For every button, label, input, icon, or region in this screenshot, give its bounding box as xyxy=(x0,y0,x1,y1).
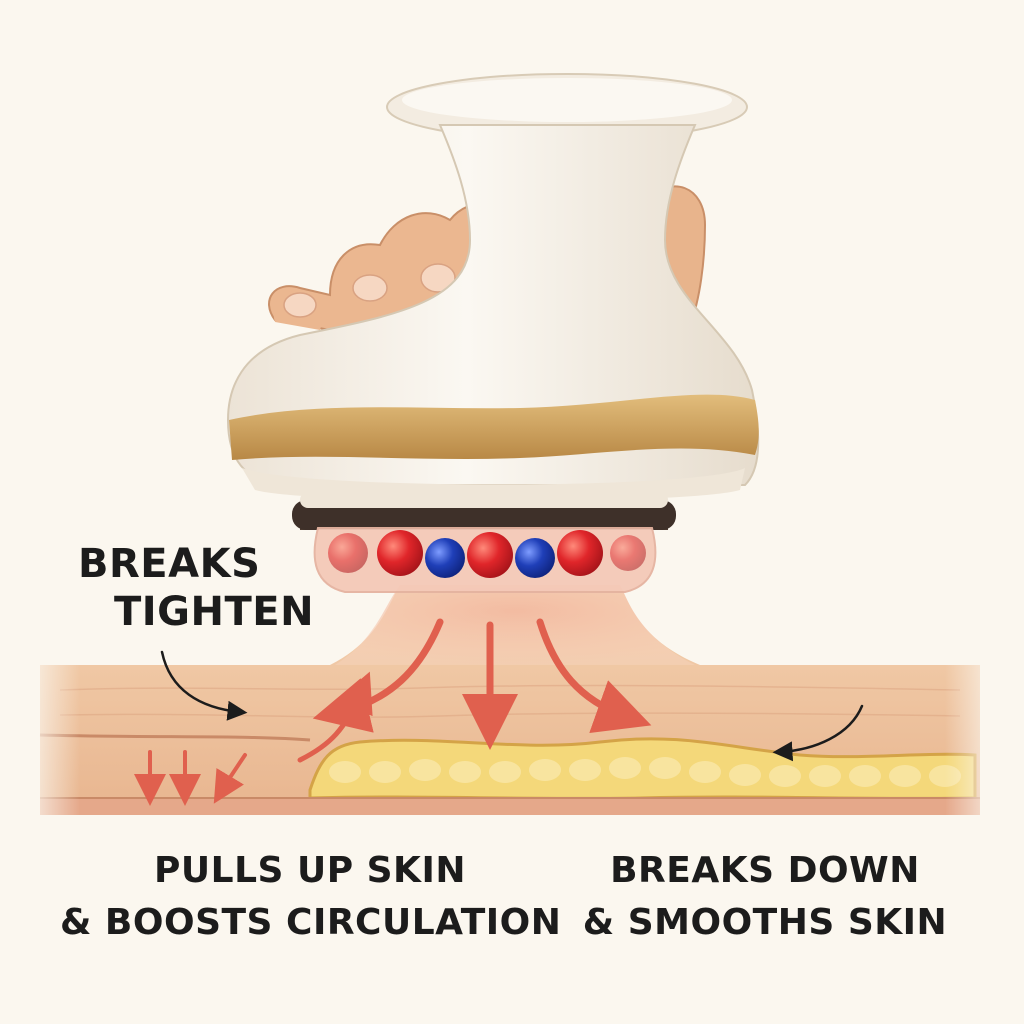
red-led-bead xyxy=(557,530,603,576)
device-body xyxy=(226,124,760,486)
label-breaks-tighten-line1: BREAKS xyxy=(78,541,261,587)
arrow-small-3 xyxy=(213,753,247,804)
caption-right-line1: BREAKS DOWN xyxy=(610,850,920,891)
blue-led-bead xyxy=(425,538,465,578)
caption-right: BREAKS DOWN & SMOOTHS SKIN xyxy=(575,845,955,949)
gold-band xyxy=(229,394,759,460)
red-led-bead xyxy=(467,532,513,578)
massager-device xyxy=(226,73,760,593)
caption-left-line2: & BOOSTS CIRCULATION xyxy=(60,902,562,943)
led-beads xyxy=(328,530,646,578)
caption-left-line1: PULLS UP SKIN xyxy=(154,850,466,891)
glow-region xyxy=(335,588,695,665)
blue-led-bead xyxy=(515,538,555,578)
caption-left: PULLS UP SKIN & BOOSTS CIRCULATION xyxy=(60,845,562,949)
label-breaks-tighten: BREAKS TIGHTEN xyxy=(78,540,314,636)
label-breaks-tighten-line2: TIGHTEN xyxy=(114,589,315,635)
caption-right-line2: & SMOOTHS SKIN xyxy=(582,902,948,943)
arrow-curve-right xyxy=(536,618,652,733)
pointer-arrow-right xyxy=(772,704,864,762)
pointer-arrow-left xyxy=(160,650,248,721)
pointer-arrows xyxy=(160,650,864,762)
red-led-bead xyxy=(377,530,423,576)
energy-arrows xyxy=(134,618,652,806)
arrow-pull-up xyxy=(297,671,373,763)
